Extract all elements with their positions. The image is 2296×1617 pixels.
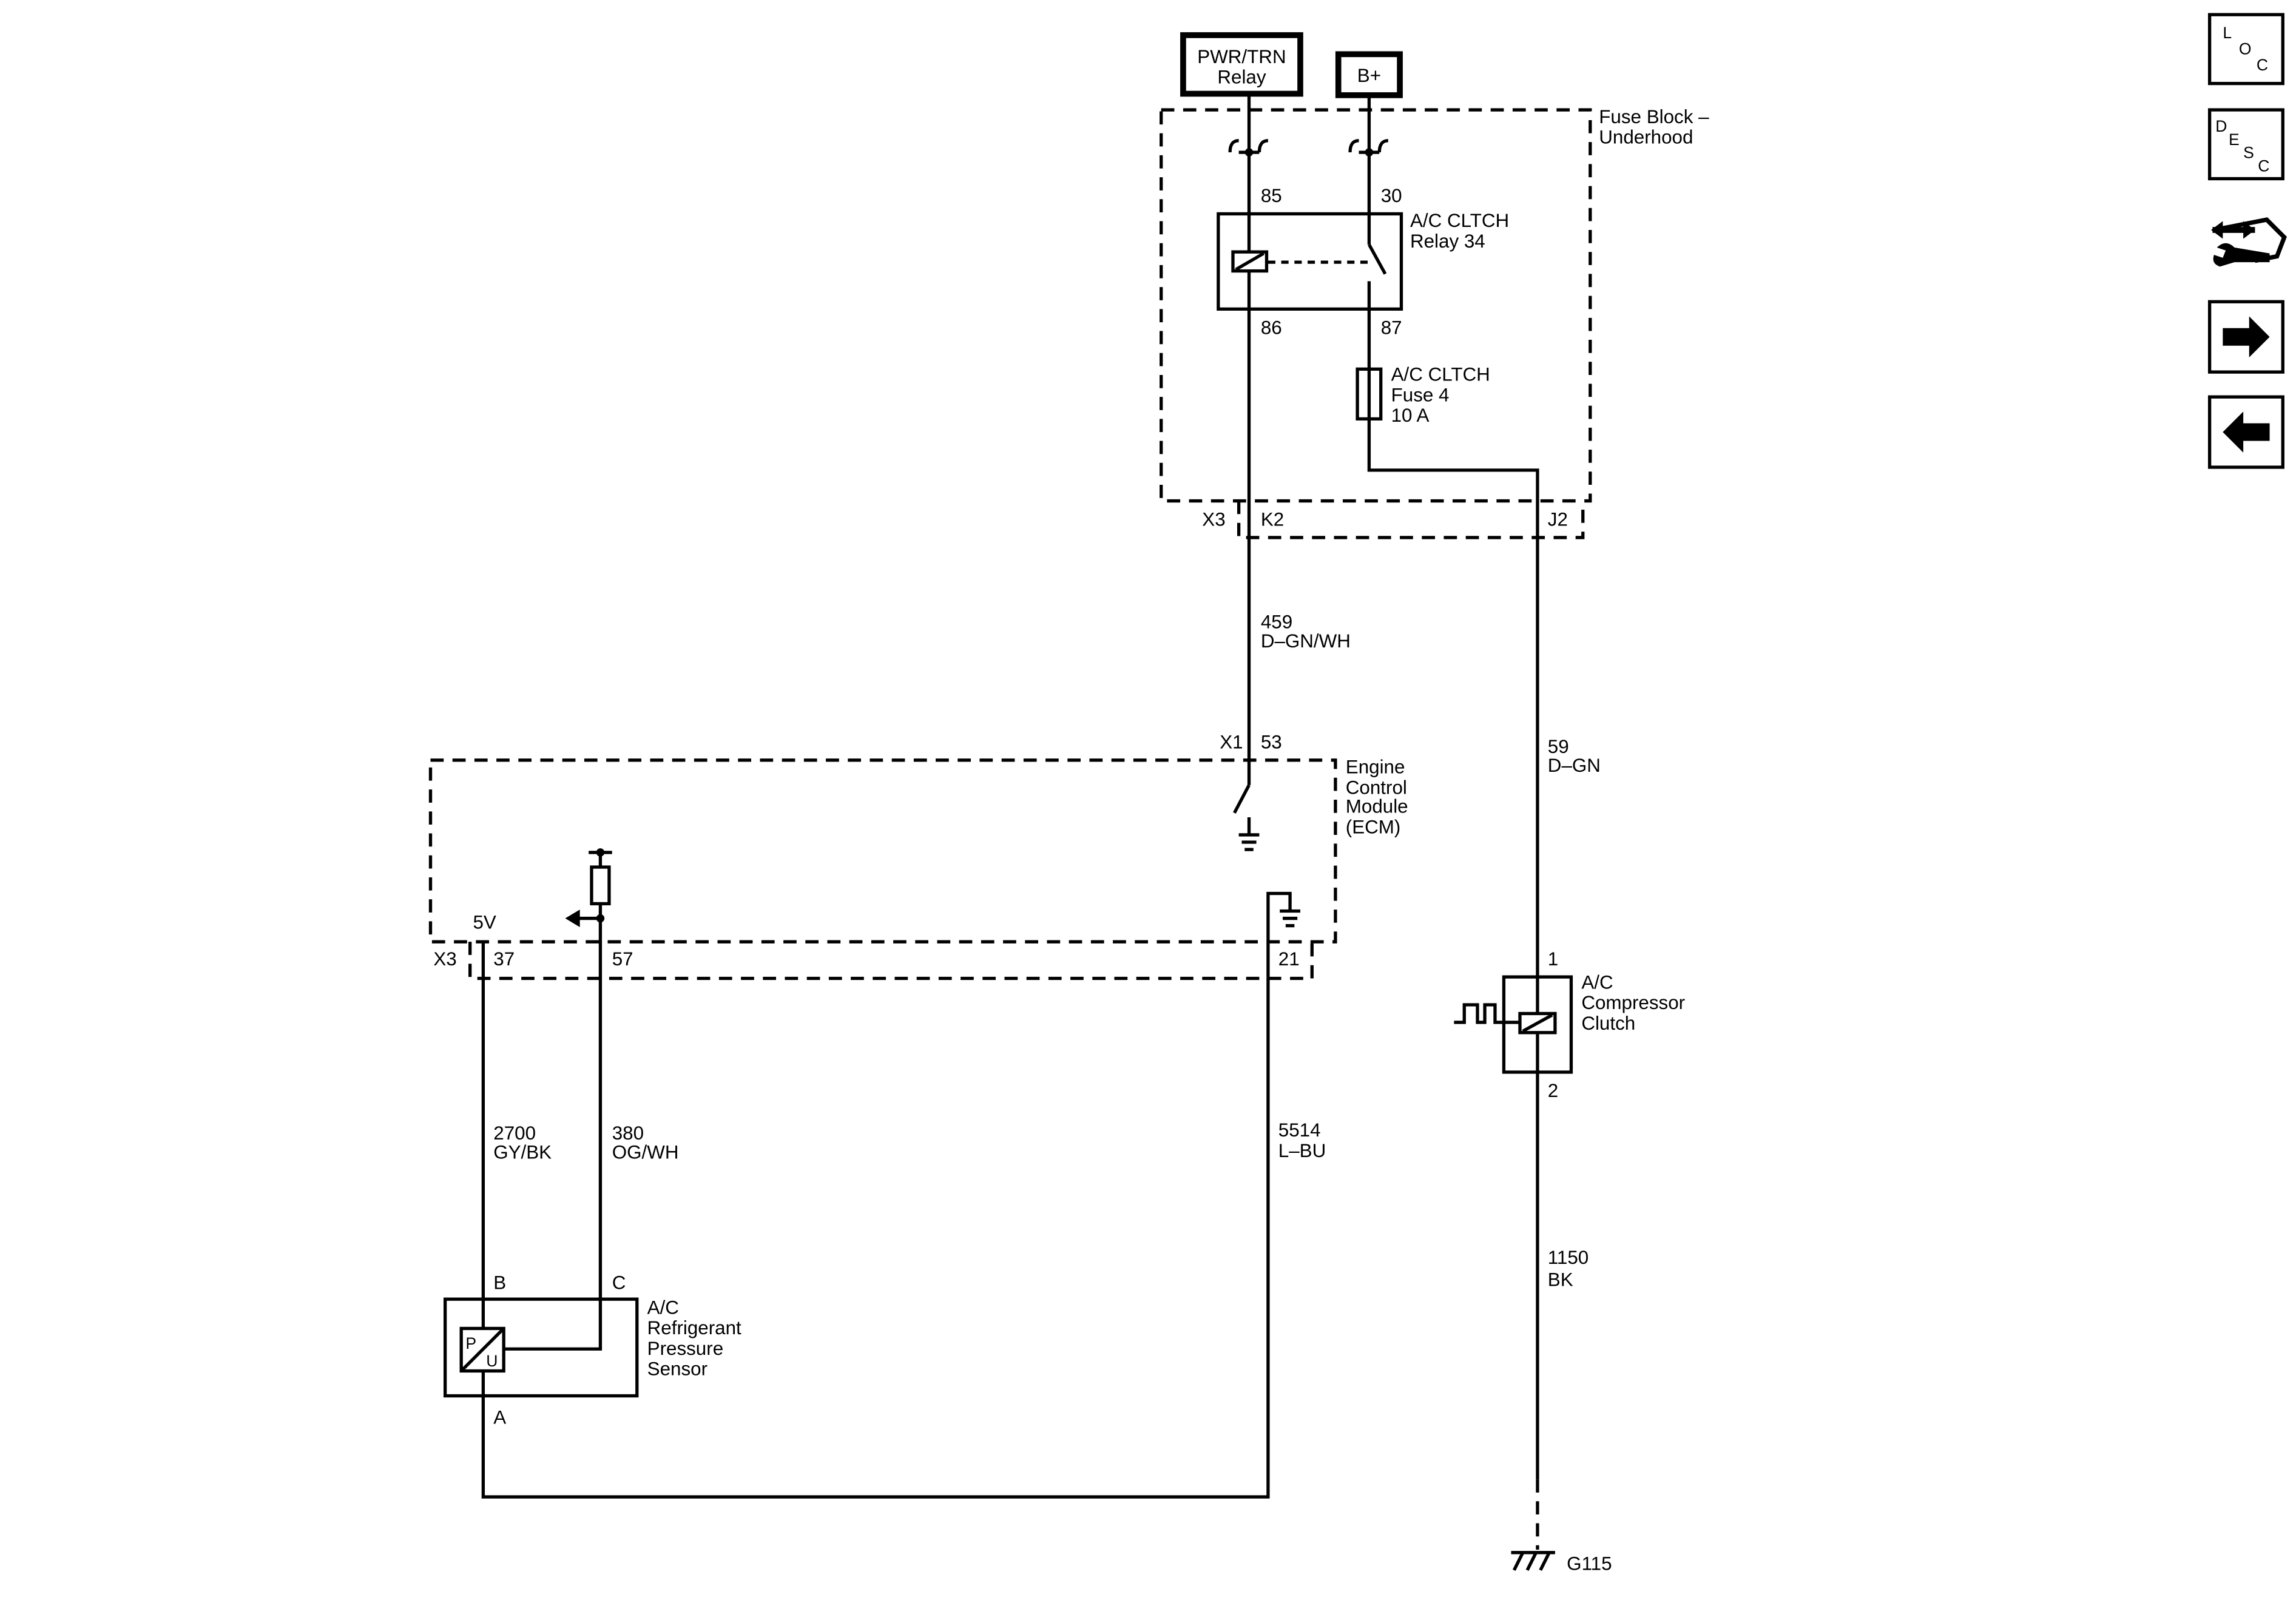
- fuse-block-underhood: Fuse Block – Underhood X3 K2 J2: [1160, 106, 1709, 539]
- fuse-block-connector-x3: X3: [1202, 509, 1225, 530]
- wire-380-color: OG/WH: [612, 1141, 679, 1163]
- wire-59-number: 59: [1548, 736, 1569, 757]
- splice-dot-85: [1244, 148, 1254, 157]
- ground-g115-icon: [1511, 1551, 1555, 1571]
- loc-icon-l: L: [2223, 24, 2232, 42]
- relay-pin-87: 87: [1381, 317, 1402, 338]
- pwr-trn-relay-source: PWR/TRN Relay: [1180, 32, 1303, 97]
- ecm-low-side-switch: [1233, 784, 1251, 814]
- clutch-label-1: A/C: [1581, 971, 1613, 993]
- wire-59-color: D–GN: [1548, 755, 1601, 776]
- wire-5514-color: L–BU: [1278, 1140, 1326, 1161]
- clutch-diode-icon: [1454, 1003, 1520, 1024]
- ecm-label-4: (ECM): [1346, 817, 1401, 838]
- loc-icon-c: C: [2257, 56, 2268, 74]
- ground-g115-label: G115: [1567, 1553, 1612, 1575]
- b-plus-label: B+: [1357, 65, 1381, 86]
- desc-icon-d: D: [2215, 117, 2227, 135]
- ac-clutch-relay-34: 85 30 A/C CLTCH Relay 34 86 87: [1217, 185, 1509, 338]
- fuse-label-1: A/C CLTCH: [1391, 364, 1490, 385]
- clutch-pin-2: 2: [1548, 1080, 1558, 1101]
- sensor-pin-b: B: [493, 1272, 506, 1293]
- ecm-label-1: Engine: [1346, 757, 1405, 778]
- sensor-label-4: Sensor: [647, 1359, 707, 1380]
- ecm-label-2: Control: [1346, 777, 1407, 798]
- relay-pin-30: 30: [1381, 185, 1402, 206]
- pull-up-resistor-icon: [590, 865, 611, 906]
- relay-label-1: A/C CLTCH: [1410, 210, 1509, 231]
- relay-pin-85: 85: [1261, 185, 1282, 206]
- wire-459-number: 459: [1261, 612, 1292, 633]
- arrow-left-icon: [2223, 411, 2270, 453]
- pin-k2: K2: [1261, 509, 1284, 530]
- wire-380-number: 380: [612, 1122, 644, 1144]
- ecm-5v-reference: 5V: [473, 911, 496, 933]
- wire-5514-l-bu: [481, 977, 1270, 1499]
- previous-button[interactable]: [2207, 395, 2284, 469]
- ecm-pin-57: 57: [612, 948, 633, 970]
- ecm-connector-x1: X1: [1220, 732, 1243, 753]
- relay-switch-contact: [1368, 243, 1387, 275]
- wire-459-color: D–GN/WH: [1261, 630, 1351, 652]
- ecm-label-3: Module: [1346, 796, 1408, 817]
- ac-compressor-clutch: 1 A/C Compressor Clutch 2: [1454, 948, 1685, 1101]
- fuse-block-label-2: Underhood: [1599, 127, 1693, 148]
- desc-icon-e: E: [2229, 130, 2240, 149]
- fuse-label-2: Fuse 4: [1391, 384, 1450, 405]
- location-button[interactable]: L O C: [2207, 13, 2284, 86]
- wire-5514-number: 5514: [1278, 1119, 1321, 1141]
- loc-icon-o: O: [2239, 39, 2252, 58]
- description-button[interactable]: D E S C: [2207, 108, 2284, 181]
- fuse-block-label-1: Fuse Block –: [1599, 106, 1709, 127]
- connector-tool-icon: [2211, 217, 2287, 267]
- relay-label-2: Relay 34: [1410, 231, 1485, 252]
- transducer-p: P: [465, 1334, 476, 1352]
- sensor-label-2: Refrigerant: [647, 1317, 741, 1338]
- wire-2700-color: GY/BK: [493, 1141, 552, 1163]
- ac-refrigerant-pressure-sensor: B C P U A/C Refrigerant Pressure Sensor …: [443, 1272, 741, 1428]
- signal-arrow-icon: [565, 910, 580, 928]
- ecm-ground-icon-1: [1238, 833, 1260, 851]
- ecm-pin-37: 37: [493, 948, 515, 970]
- arrow-right-icon: [2223, 316, 2270, 358]
- ac-clutch-fuse-4: A/C CLTCH Fuse 4 10 A: [1356, 364, 1490, 426]
- pwr-trn-label-2: Relay: [1217, 67, 1266, 88]
- clutch-label-2: Compressor: [1581, 992, 1685, 1013]
- wire-2700-number: 2700: [493, 1122, 536, 1144]
- next-button[interactable]: [2207, 300, 2284, 374]
- sensor-label-3: Pressure: [647, 1338, 723, 1359]
- ecm-connector-x3: X3: [433, 948, 456, 970]
- engine-control-module: Engine Control Module (ECM) X1 53 X3 37 …: [428, 732, 1408, 981]
- transducer-u: U: [486, 1352, 498, 1370]
- wire-1150-color: BK: [1548, 1269, 1573, 1290]
- ecm-pin-21: 21: [1278, 948, 1300, 970]
- relay-pin-86: 86: [1261, 317, 1282, 338]
- pin-j2: J2: [1548, 509, 1568, 530]
- clutch-pin-1: 1: [1548, 948, 1558, 970]
- connector-tool-button[interactable]: [2211, 217, 2287, 267]
- b-plus-source: B+: [1335, 51, 1403, 98]
- pwr-trn-label-1: PWR/TRN: [1197, 46, 1286, 67]
- sensor-pin-a: A: [493, 1406, 506, 1428]
- desc-icon-s: S: [2243, 144, 2254, 162]
- splice-dot-30: [1365, 148, 1374, 157]
- fuse-label-3: 10 A: [1391, 405, 1430, 426]
- sensor-pin-c: C: [612, 1272, 626, 1293]
- wire-59-d-gn: [1367, 419, 1539, 977]
- desc-icon-c: C: [2258, 157, 2269, 175]
- wire-1150-number: 1150: [1548, 1247, 1589, 1268]
- ecm-pin-53: 53: [1261, 732, 1282, 753]
- clutch-label-3: Clutch: [1581, 1013, 1635, 1034]
- ecm-ground-icon-2: [1280, 909, 1300, 928]
- sensor-label-1: A/C: [647, 1297, 679, 1318]
